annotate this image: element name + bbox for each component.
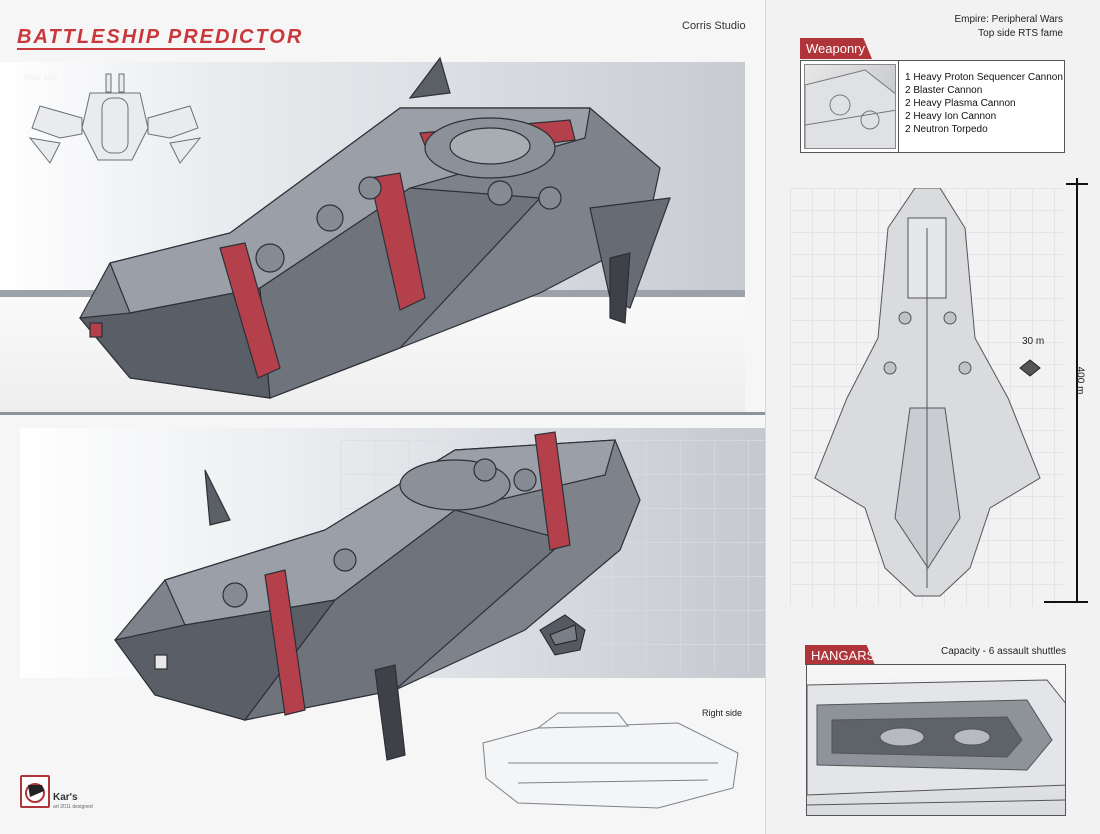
shuttle-scale-icon bbox=[1019, 359, 1041, 377]
scale-bar-cap-bottom bbox=[1044, 601, 1088, 603]
title-underline bbox=[17, 48, 265, 50]
weapon-item: 1 Heavy Proton Sequencer Cannon bbox=[905, 72, 1063, 83]
hangar-capacity: Capacity - 6 assault shuttles bbox=[941, 646, 1067, 657]
logo-subtext: art 2011 designed bbox=[53, 804, 93, 810]
weaponry-box: 1 Heavy Proton Sequencer Cannon 2 Blaste… bbox=[800, 60, 1065, 153]
escort-shuttle-render bbox=[539, 614, 586, 656]
right-view-sketch bbox=[482, 712, 739, 809]
rear-view-sketch bbox=[28, 73, 202, 164]
empire-line: Empire: Peripheral Wars bbox=[954, 14, 1063, 25]
weaponry-list: 1 Heavy Proton Sequencer Cannon 2 Blaste… bbox=[898, 61, 1064, 152]
battleship-render-bottom bbox=[113, 431, 641, 761]
weapon-item: 2 Neutron Torpedo bbox=[905, 124, 988, 135]
turret-closeup-sketch bbox=[805, 69, 895, 148]
length-scale-bar bbox=[1076, 178, 1078, 602]
top-view-ship-sketch bbox=[814, 188, 1041, 597]
right-side-label: Right side bbox=[702, 708, 743, 718]
weapon-item: 2 Heavy Plasma Cannon bbox=[905, 98, 1016, 109]
logo-glyph bbox=[25, 783, 45, 803]
hangar-cutaway-box bbox=[806, 664, 1066, 816]
page-title: Battleship Predictor bbox=[17, 26, 304, 48]
studio-credit: Corris Studio bbox=[682, 20, 746, 32]
weaponry-thumbnail bbox=[804, 64, 896, 149]
rear-side-label: Rear side bbox=[24, 73, 59, 82]
weapon-item: 2 Heavy Ion Cannon bbox=[905, 111, 997, 122]
concept-art-panel: Battleship Predictor Corris Studio Rear … bbox=[0, 0, 766, 834]
genre-line: Top side RTS fame bbox=[978, 28, 1063, 39]
hangar-cutaway-sketch bbox=[807, 679, 1065, 806]
project-meta: Empire: Peripheral Wars Top side RTS fam… bbox=[954, 13, 1063, 41]
width-label: 30 m bbox=[1022, 336, 1045, 347]
length-label: 400 m bbox=[1074, 366, 1086, 395]
panel-divider bbox=[0, 412, 765, 415]
top-view-schematic bbox=[790, 188, 1063, 606]
scale-bar-cap-top bbox=[1066, 183, 1088, 185]
studio-logo-icon bbox=[20, 775, 50, 808]
weaponry-tag: Weaponry bbox=[800, 38, 872, 59]
weapon-item: 2 Blaster Cannon bbox=[905, 85, 983, 96]
battleship-render-top bbox=[78, 56, 671, 399]
logo-wordmark: Kar's bbox=[53, 792, 78, 803]
hangars-tag: HANGARS bbox=[805, 645, 875, 665]
